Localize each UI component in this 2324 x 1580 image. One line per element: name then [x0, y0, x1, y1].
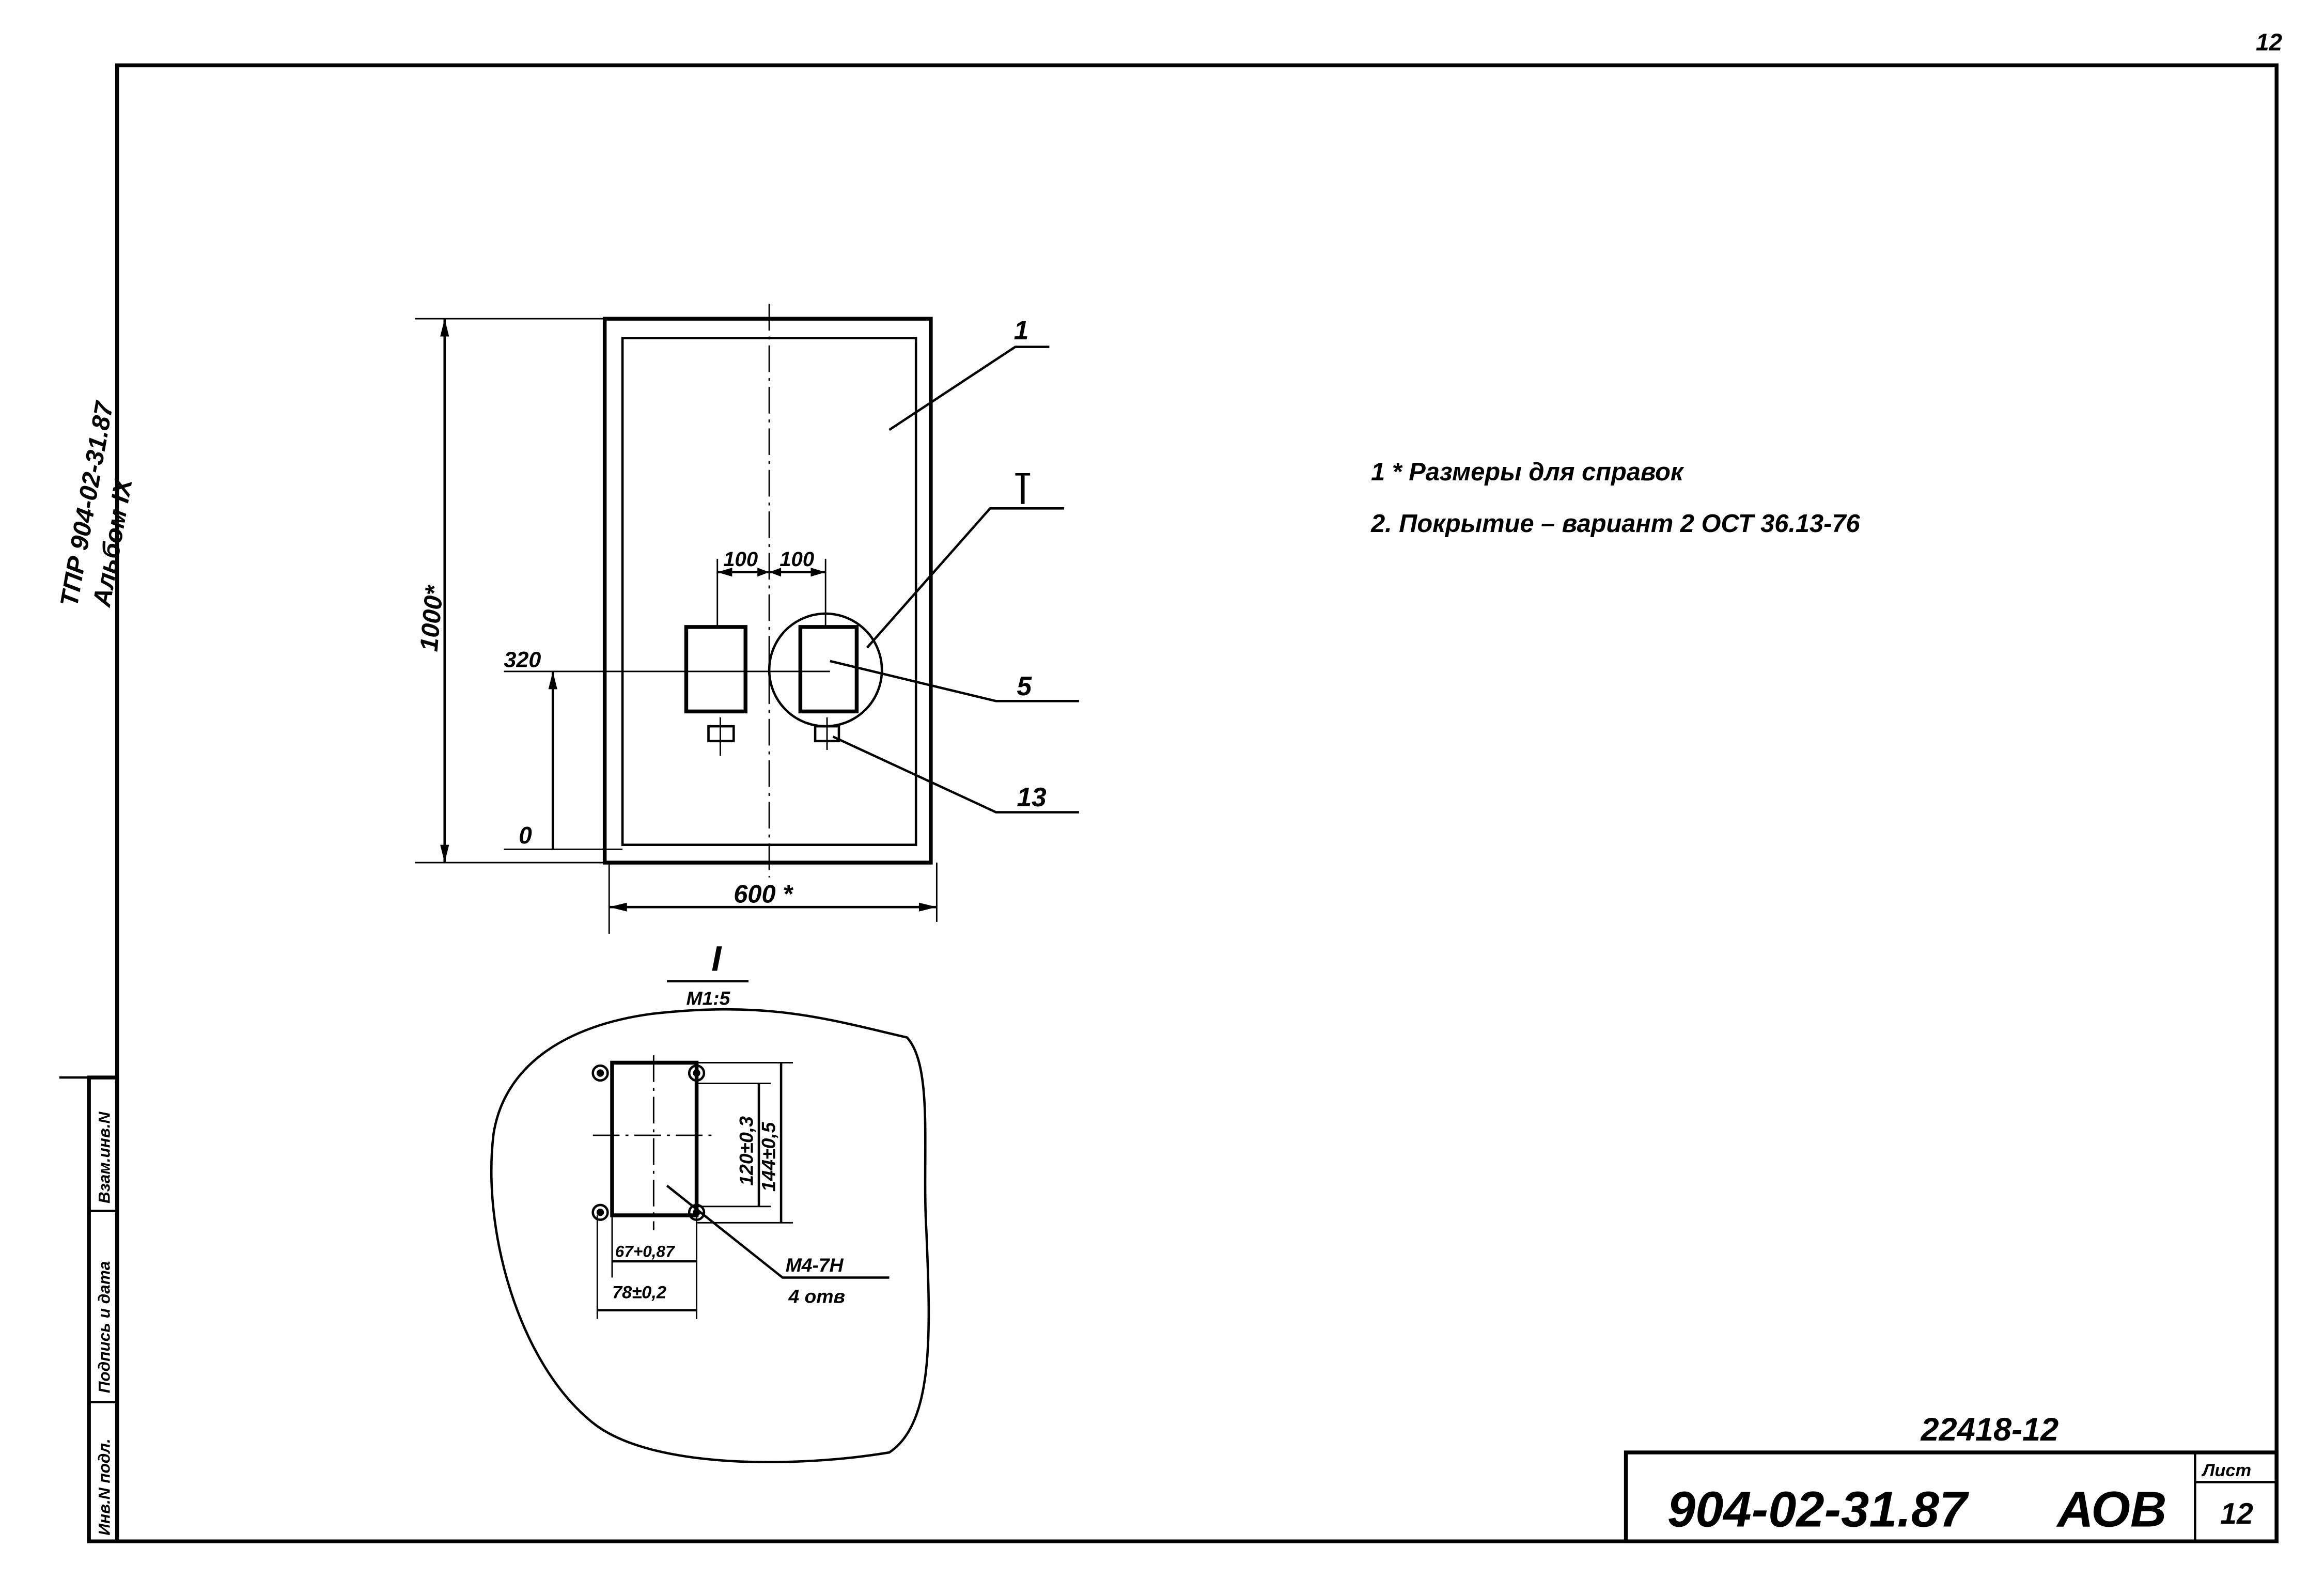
dim-left-offset: 100	[723, 547, 758, 571]
stamp-cell-signature: Подпись и дата	[95, 1261, 113, 1394]
note-1: 1 * Размеры для справок	[1371, 458, 1684, 486]
doc-mark: АОВ	[2056, 1481, 2167, 1538]
device-left	[684, 625, 747, 714]
detail-outline	[490, 1008, 930, 1463]
dim-height: 1000*	[415, 584, 449, 653]
title-block: 22418-12 904-02-31.87 АОВ Лист 12	[1624, 1412, 2279, 1543]
dim-outer-height: 144±0,5	[758, 1121, 779, 1192]
callout-13: 13	[1017, 782, 1047, 812]
front-view: 1000* 600 * 100 100 320 0 1 I	[415, 304, 1079, 934]
callout-5: 5	[1017, 671, 1032, 701]
stamp-cell-replace: Взам.инв.N	[95, 1111, 113, 1203]
thread-spec: M4-7H	[786, 1254, 844, 1276]
sheet-number: 12	[2220, 1497, 2253, 1530]
dim-outer-width: 78±0,2	[612, 1283, 666, 1303]
doc-code: 904-02-31.87	[1667, 1481, 1970, 1538]
page-number: 12	[2256, 29, 2283, 56]
stamp-cell-inv: Инв.N подл.	[95, 1438, 113, 1536]
dim-inner-width: 67+0,87	[615, 1242, 675, 1260]
sheet-label: Лист	[2201, 1461, 2251, 1480]
note-2: 2. Покрытие – вариант 2 ОСТ 36.13-76	[1370, 510, 1860, 538]
dim-width: 600 *	[734, 881, 793, 909]
device-right	[798, 625, 859, 714]
hole-count: 4 отв	[788, 1285, 845, 1307]
order-number: 22418-12	[1921, 1412, 2059, 1448]
drawing-frame	[115, 63, 2279, 1543]
section-view: I M1:5 120±0,3 144±0,5 67+0,87 78±0,2 M4…	[490, 939, 930, 1463]
level-lower: 0	[519, 822, 532, 849]
section-title: I	[711, 939, 722, 979]
dim-inner-height: 120±0,3	[736, 1116, 757, 1186]
level-upper: 320	[504, 647, 541, 672]
panel-outer	[602, 317, 933, 865]
notes: 1 * Размеры для справок 2. Покрытие – ва…	[1370, 458, 1860, 538]
callout-1: 1	[1014, 315, 1029, 345]
side-label: ТПР 904-02-31.87 Альбом IX	[55, 398, 138, 609]
section-scale: M1:5	[686, 988, 730, 1009]
dim-right-offset: 100	[779, 547, 814, 571]
approval-stamp: Инв.N подл. Подпись и дата Взам.инв.N	[59, 1075, 119, 1543]
